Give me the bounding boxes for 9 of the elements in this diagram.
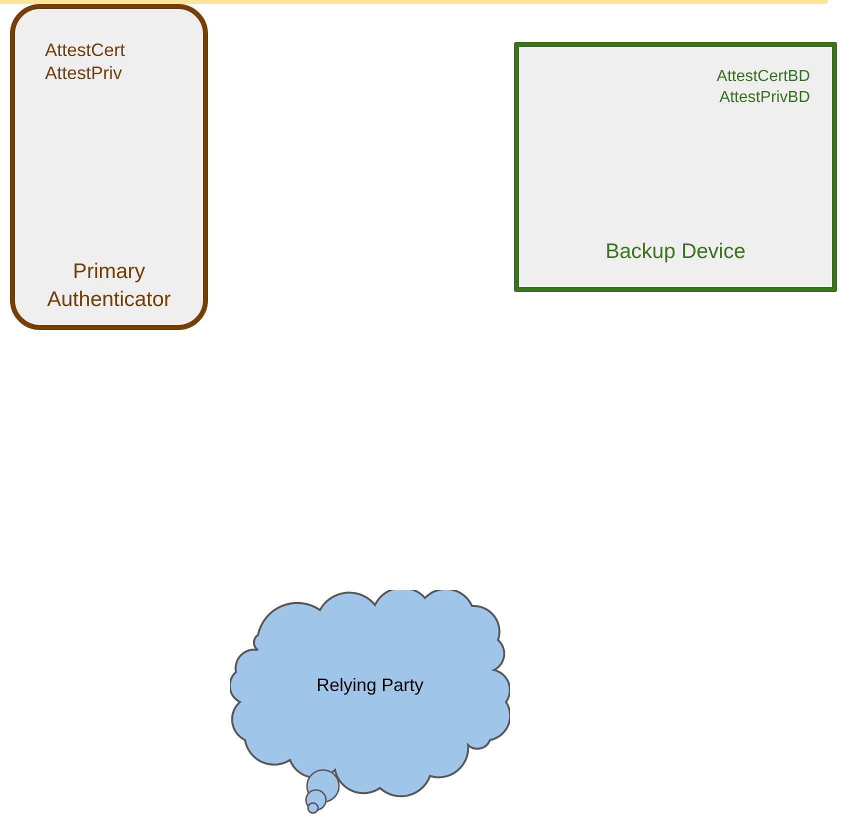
node-label: AttestCertBD xyxy=(716,67,810,87)
node-label: AttestPriv xyxy=(45,62,122,86)
device-card xyxy=(10,4,208,330)
node-label: Primary Authenticator xyxy=(46,259,172,313)
node-label: Backup Device xyxy=(604,238,747,265)
node-label: AttestPrivBD xyxy=(719,88,810,108)
node-label: Relying Party xyxy=(315,674,425,697)
device-panel xyxy=(514,42,837,292)
node-label: AttestCert xyxy=(45,39,126,62)
